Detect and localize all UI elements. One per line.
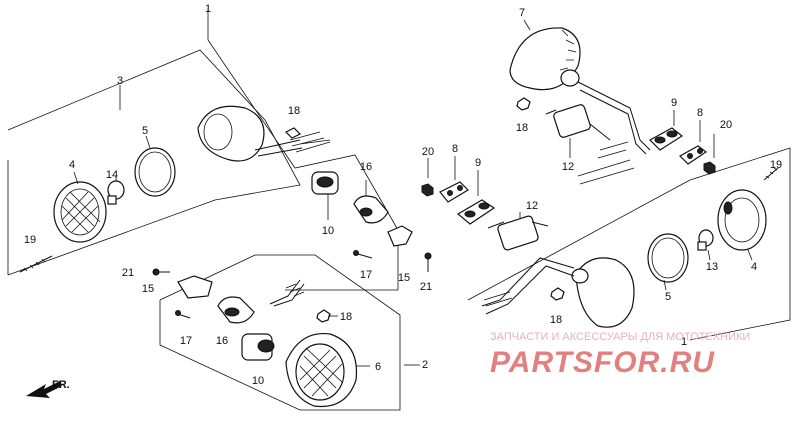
callout-20-top: 20 xyxy=(720,119,732,131)
callout-21-center: 21 xyxy=(420,281,432,293)
callout-4-right: 4 xyxy=(751,261,757,273)
box-3 xyxy=(7,49,301,276)
callout-1: 1 xyxy=(205,3,211,15)
screw-21-left xyxy=(152,268,170,276)
callout-17-upper: 17 xyxy=(360,269,372,281)
gasket-9-center xyxy=(456,170,496,225)
front-direction-arrow-icon: FR. xyxy=(26,379,70,398)
callout-14: 14 xyxy=(106,169,118,181)
callout-7: 7 xyxy=(519,7,525,19)
callout-3: 3 xyxy=(117,75,123,87)
turn-signal-lens-6 xyxy=(285,332,370,408)
callout-12-center: 12 xyxy=(526,200,538,212)
holder-16-upper xyxy=(353,180,389,224)
callout-15-upper: 15 xyxy=(398,272,410,284)
callout-8-center: 8 xyxy=(452,143,458,155)
callout-labels: 1 1 2 3 4 4 5 5 6 7 8 8 9 9 10 10 12 12 … xyxy=(24,3,782,387)
watermark-tagline: ЗАПЧАСТИ И АКСЕССУАРЫ ДЛЯ МОТОТЕХНИКИ xyxy=(490,331,750,343)
clip-15-upper xyxy=(387,225,413,247)
lens-4-left xyxy=(53,171,107,243)
plate-8-center xyxy=(439,156,469,203)
callout-18-topright: 18 xyxy=(516,122,528,134)
stay-12-top xyxy=(545,104,635,185)
callout-16-lower: 16 xyxy=(216,335,228,347)
box-2 xyxy=(159,254,401,411)
callout-17-lower: 17 xyxy=(180,335,192,347)
bulb-13 xyxy=(697,229,714,261)
callout-21-left: 21 xyxy=(122,267,134,279)
bolt-18-topright xyxy=(516,97,531,111)
socket-10-lower xyxy=(241,279,305,361)
callout-20-center: 20 xyxy=(422,146,434,158)
bolt-18-top xyxy=(284,127,302,139)
callout-5-left: 5 xyxy=(142,125,148,137)
direction-label: FR. xyxy=(52,379,70,391)
bolt-18-right xyxy=(550,287,565,301)
stay-12-center xyxy=(487,212,549,251)
socket-10-upper xyxy=(311,171,339,220)
callout-9-center: 9 xyxy=(475,157,481,169)
screw-21-center xyxy=(424,252,432,272)
turn-signal-body-7 xyxy=(509,19,651,155)
watermark-brand: PARTSFOR.RU xyxy=(490,346,715,379)
callout-2: 2 xyxy=(422,359,428,371)
bolt-18-lower xyxy=(316,309,338,323)
nut-20-center xyxy=(421,158,434,197)
assembly-boxes xyxy=(7,8,791,411)
callout-15-lower: 15 xyxy=(142,283,154,295)
callout-18-lower: 18 xyxy=(340,311,352,323)
callout-9-top: 9 xyxy=(671,97,677,109)
box-1 xyxy=(207,39,399,291)
callout-19-right: 19 xyxy=(770,159,782,171)
callout-16-upper: 16 xyxy=(360,161,372,173)
bulb-14 xyxy=(107,176,125,205)
callout-18-top: 18 xyxy=(288,105,300,117)
holder-16-lower xyxy=(217,296,255,324)
callout-5-right: 5 xyxy=(665,291,671,303)
callout-13: 13 xyxy=(706,261,718,273)
callout-8-top: 8 xyxy=(697,107,703,119)
callout-1-right: 1 xyxy=(681,336,687,348)
watermark: ЗАПЧАСТИ И АКСЕССУАРЫ ДЛЯ МОТОТЕХНИКИ PA… xyxy=(490,331,750,379)
turn-signal-housing-left xyxy=(197,105,331,162)
turn-signal-body-right xyxy=(481,257,635,328)
gasket-9-top xyxy=(649,110,684,151)
callout-18-right: 18 xyxy=(550,314,562,326)
screw-19-right xyxy=(763,167,779,181)
callout-4-left: 4 xyxy=(69,159,75,171)
callout-6: 6 xyxy=(375,361,381,373)
clip-15-lower xyxy=(177,275,213,299)
box-right xyxy=(467,147,791,341)
callout-10-lower: 10 xyxy=(252,375,264,387)
callout-10-upper: 10 xyxy=(322,225,334,237)
ring-5-right xyxy=(647,233,689,291)
callout-12-top: 12 xyxy=(562,161,574,173)
screw-17-lower xyxy=(175,310,191,319)
callout-19-left: 19 xyxy=(24,234,36,246)
screw-17-upper xyxy=(353,250,373,259)
lens-4-right xyxy=(717,189,767,261)
ring-5-left xyxy=(134,135,176,197)
plate-8-top xyxy=(679,120,708,165)
screw-19-left xyxy=(19,255,53,273)
nut-20-top xyxy=(703,134,716,175)
